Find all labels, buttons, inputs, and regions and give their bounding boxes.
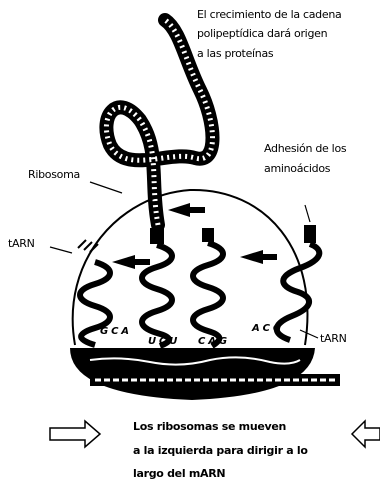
left-arrow-outline — [352, 421, 380, 447]
growth-label-line1: El crecimiento de la cadena — [197, 8, 341, 21]
movement-arrows — [112, 203, 277, 269]
adhesion-label-line1: Adhesión de los — [264, 142, 346, 155]
trna-label-left: tARN — [8, 237, 35, 250]
anticodon-1: G C A — [100, 325, 129, 338]
right-arrow-outline — [50, 421, 100, 447]
bottom-label-line3: largo del mARN — [133, 467, 225, 480]
trna-coil-right — [277, 225, 320, 340]
trna-coil-2 — [142, 228, 172, 346]
mrna-strand — [90, 374, 340, 386]
left-arrow-2 — [168, 203, 205, 217]
trna-label-right: tARN — [320, 332, 347, 345]
left-arrow-1 — [112, 255, 150, 269]
anticodon-4: A C G — [252, 322, 281, 335]
growth-label-line3: a las proteínas — [197, 47, 273, 60]
bottom-label-line2: a la izquierda para dirigir a lo — [133, 444, 308, 457]
trna-coil-3 — [193, 228, 223, 346]
bottom-label-line1: Los ribosomas se mueven — [133, 420, 286, 433]
adhesion-label-line2: aminoácidos — [264, 162, 330, 175]
left-arrow-3 — [240, 250, 277, 264]
anticodon-3: C A G — [198, 335, 227, 348]
ribosome-label: Ribosoma — [28, 168, 80, 181]
growth-label-line2: polipeptídica dará origen — [197, 27, 327, 40]
anticodon-2: U C U — [148, 335, 177, 348]
